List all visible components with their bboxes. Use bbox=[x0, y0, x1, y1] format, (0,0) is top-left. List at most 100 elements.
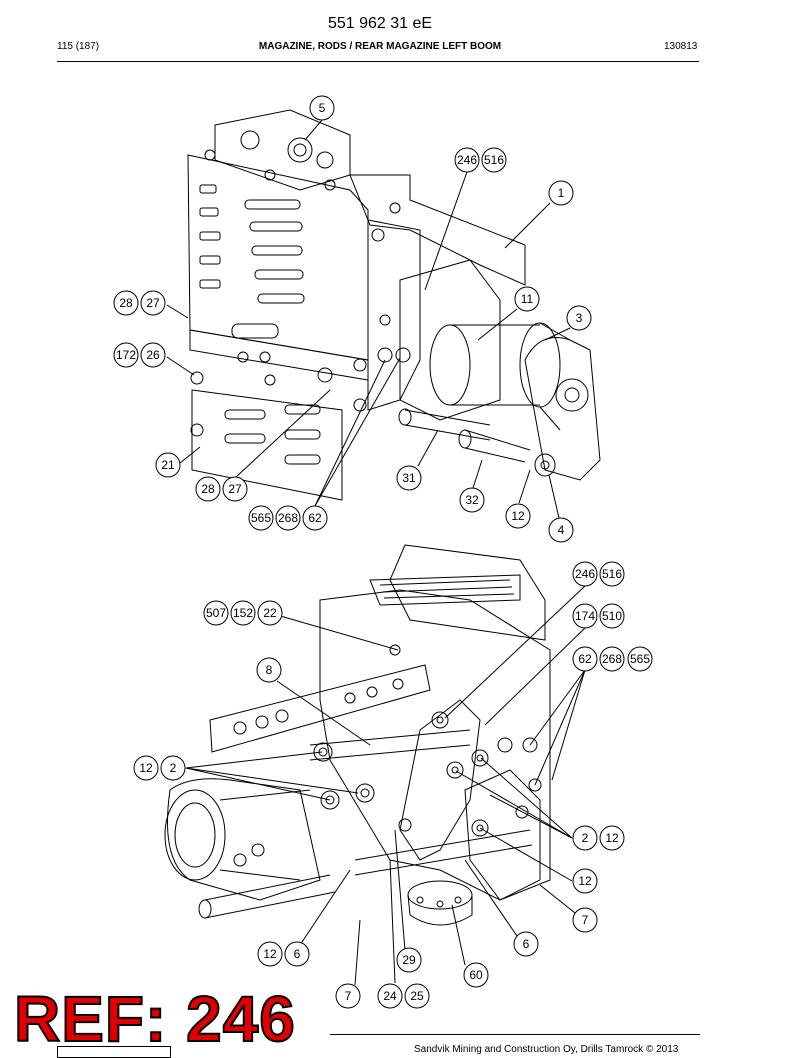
callout-3: 3 bbox=[566, 305, 592, 331]
callout-268: 268 bbox=[275, 505, 301, 531]
callout-12: 12 bbox=[572, 868, 598, 894]
svg-text:60: 60 bbox=[469, 968, 483, 982]
callout-25: 25 bbox=[404, 983, 430, 1009]
svg-text:2: 2 bbox=[170, 761, 177, 775]
callout-62: 62 bbox=[302, 505, 328, 531]
callout-1: 1 bbox=[548, 180, 574, 206]
callout-6: 6 bbox=[513, 931, 539, 957]
lower-top-carrier bbox=[389, 544, 546, 641]
callout-246: 246 bbox=[454, 147, 480, 173]
svg-text:507: 507 bbox=[206, 606, 226, 620]
svg-text:29: 29 bbox=[402, 953, 416, 967]
callout-2: 2 bbox=[572, 825, 598, 851]
header-divider bbox=[57, 61, 699, 62]
svg-text:32: 32 bbox=[465, 493, 479, 507]
svg-text:152: 152 bbox=[233, 606, 253, 620]
callout-152: 152 bbox=[230, 600, 256, 626]
callout-172: 172 bbox=[113, 342, 139, 368]
callout-8: 8 bbox=[256, 657, 282, 683]
lower-callouts: 246 516 174 510 62 268 565 507 152 22 8 … bbox=[133, 561, 653, 1009]
bottom-motor bbox=[407, 880, 473, 910]
callout-174: 174 bbox=[572, 603, 598, 629]
svg-text:22: 22 bbox=[263, 606, 277, 620]
callout-31: 31 bbox=[396, 465, 422, 491]
svg-text:7: 7 bbox=[582, 913, 589, 927]
motor-disc bbox=[524, 337, 601, 481]
callout-510: 510 bbox=[599, 603, 625, 629]
callout-2: 2 bbox=[160, 755, 186, 781]
upper-callouts: 5 246 516 1 11 3 28 27 172 26 21 28 27 3… bbox=[113, 95, 592, 543]
callout-12: 12 bbox=[133, 755, 159, 781]
company-logo bbox=[57, 1046, 171, 1058]
svg-text:12: 12 bbox=[139, 761, 153, 775]
svg-text:516: 516 bbox=[602, 567, 622, 581]
svg-text:8: 8 bbox=[266, 663, 273, 677]
callout-28: 28 bbox=[113, 290, 139, 316]
callout-516: 516 bbox=[599, 561, 625, 587]
svg-text:27: 27 bbox=[146, 296, 160, 310]
callout-12: 12 bbox=[505, 503, 531, 529]
callout-32: 32 bbox=[459, 487, 485, 513]
top-clamp bbox=[214, 109, 351, 191]
footer-divider bbox=[330, 1034, 700, 1035]
callout-62: 62 bbox=[572, 646, 598, 672]
page-number: 115 (187) bbox=[57, 41, 100, 52]
drill-bar bbox=[209, 664, 431, 753]
svg-text:7: 7 bbox=[345, 989, 352, 1003]
svg-text:172: 172 bbox=[116, 348, 136, 362]
svg-text:268: 268 bbox=[278, 511, 298, 525]
date-code: 130813 bbox=[664, 41, 698, 52]
upper-lower-plate bbox=[191, 389, 343, 501]
svg-text:28: 28 bbox=[201, 482, 215, 496]
svg-text:62: 62 bbox=[578, 652, 592, 666]
callout-24: 24 bbox=[377, 983, 403, 1009]
callout-27: 27 bbox=[222, 476, 248, 502]
svg-text:24: 24 bbox=[383, 989, 397, 1003]
svg-text:12: 12 bbox=[263, 947, 277, 961]
callout-565: 565 bbox=[627, 646, 653, 672]
svg-text:21: 21 bbox=[161, 458, 175, 472]
svg-text:6: 6 bbox=[294, 947, 301, 961]
svg-text:28: 28 bbox=[119, 296, 133, 310]
svg-text:31: 31 bbox=[402, 471, 416, 485]
callout-22: 22 bbox=[257, 600, 283, 626]
callout-7: 7 bbox=[335, 983, 361, 1009]
svg-text:12: 12 bbox=[511, 509, 525, 523]
callout-21: 21 bbox=[155, 452, 181, 478]
page-title: MAGAZINE, RODS / REAR MAGAZINE LEFT BOOM bbox=[258, 41, 502, 52]
svg-text:2: 2 bbox=[582, 831, 589, 845]
svg-text:174: 174 bbox=[575, 609, 595, 623]
svg-text:26: 26 bbox=[146, 348, 160, 362]
callout-7: 7 bbox=[572, 907, 598, 933]
callout-28: 28 bbox=[195, 476, 221, 502]
svg-text:565: 565 bbox=[630, 652, 650, 666]
svg-text:5: 5 bbox=[319, 101, 326, 115]
svg-text:12: 12 bbox=[605, 831, 619, 845]
svg-text:27: 27 bbox=[228, 482, 242, 496]
svg-text:516: 516 bbox=[484, 153, 504, 167]
callout-26: 26 bbox=[140, 342, 166, 368]
callout-27: 27 bbox=[140, 290, 166, 316]
callout-516: 516 bbox=[481, 147, 507, 173]
callout-11: 11 bbox=[514, 286, 540, 312]
callout-565: 565 bbox=[248, 505, 274, 531]
lower-side-plate bbox=[319, 589, 551, 901]
svg-text:1: 1 bbox=[558, 186, 565, 200]
leader-lines bbox=[166, 119, 586, 986]
callout-5: 5 bbox=[309, 95, 335, 121]
svg-text:25: 25 bbox=[410, 989, 424, 1003]
lower-assembly-illustration bbox=[164, 544, 551, 926]
svg-text:3: 3 bbox=[576, 311, 583, 325]
callout-12: 12 bbox=[599, 825, 625, 851]
callout-507: 507 bbox=[203, 600, 229, 626]
footer-copyright: Sandvik Mining and Construction Oy, Dril… bbox=[414, 1044, 679, 1055]
svg-text:12: 12 bbox=[578, 874, 592, 888]
svg-text:4: 4 bbox=[558, 523, 565, 537]
callout-6: 6 bbox=[284, 941, 310, 967]
reference-stamp: REF: 246 bbox=[13, 982, 296, 1056]
svg-text:62: 62 bbox=[308, 511, 322, 525]
svg-text:246: 246 bbox=[575, 567, 595, 581]
svg-text:565: 565 bbox=[251, 511, 271, 525]
callout-4: 4 bbox=[548, 517, 574, 543]
